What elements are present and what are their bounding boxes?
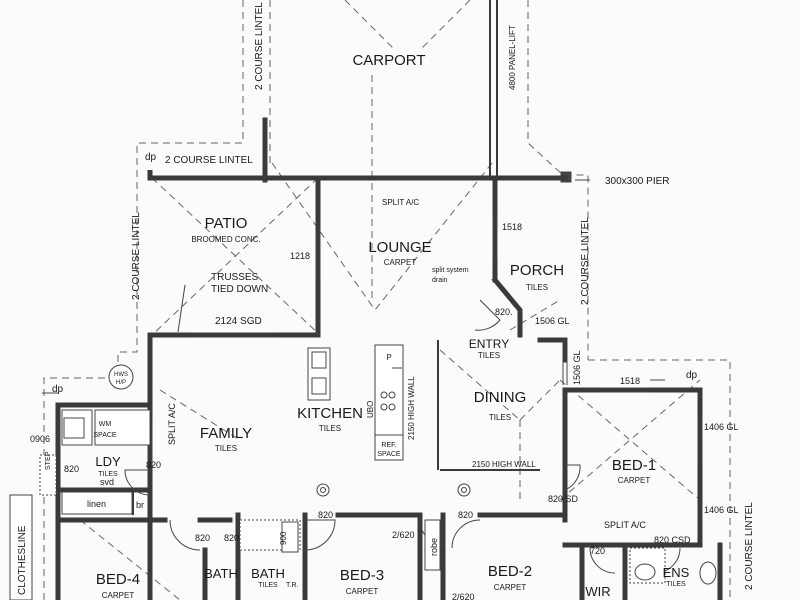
room-ensuite-finish: TILES [666, 581, 686, 588]
room-porch-finish: TILES [526, 283, 548, 292]
lintel-note-top: 2 COURSE LINTEL [254, 2, 265, 90]
robe-label: robe [429, 538, 439, 556]
wet-area-fittings [42, 364, 717, 585]
lintel-note-right: 2 COURSE LINTEL [744, 502, 755, 590]
dim-1506gl-porch: 1506 GL [535, 316, 570, 326]
tr-label: T.R. [286, 582, 299, 589]
svd-label: svd [100, 477, 114, 487]
dim-820-bed4: 820 [195, 533, 210, 543]
ubo-label: UBO [366, 401, 375, 418]
room-kitchen: KITCHEN [297, 405, 363, 422]
trusses-note-line1: TRUSSES [211, 272, 259, 283]
roof-outline [43, 0, 731, 600]
room-dining: DINING [474, 389, 527, 406]
room-porch: PORCH [510, 262, 564, 279]
room-bath-corridor: BATH [204, 566, 238, 581]
room-ensuite: ENS [663, 565, 690, 580]
dim-820-hall: 820 [224, 533, 239, 543]
room-lounge-finish: CARPET [384, 258, 417, 267]
room-entry-finish: TILES [478, 351, 500, 360]
dim-1406gl-top: 1406 GL [704, 422, 739, 432]
room-wir: WIR [585, 584, 610, 599]
room-bed-3-finish: CARPET [346, 587, 379, 596]
ref-space-line1: REF. [381, 442, 396, 449]
dim-900: 900 [279, 531, 288, 545]
room-carport: CARPORT [352, 52, 425, 69]
dim-1518-porch: 1518 [502, 222, 522, 232]
high-wall-dining: 2150 HIGH WALL [472, 460, 536, 469]
dim-820-family: 820 [146, 460, 161, 470]
room-bed-2: BED-2 [488, 563, 532, 580]
walls [55, 170, 723, 600]
linen-label: linen [87, 499, 106, 509]
windows [147, 215, 703, 535]
downpipe-note-laundry: dp [52, 384, 64, 395]
split-ac-family: SPLIT A/C [167, 403, 177, 445]
panel-lift-note: 4800 PANEL-LIFT [508, 25, 517, 90]
lintel-note-patio: 2 COURSE LINTEL [165, 155, 253, 166]
clothesline-label: CLOTHESLINE [17, 525, 28, 595]
ref-space-line2: SPACE [377, 451, 401, 458]
room-dining-finish: TILES [489, 413, 511, 422]
room-bed-4-finish: CARPET [102, 591, 135, 600]
dim-820-laundry: 820 [64, 464, 79, 474]
room-bed-4: BED-4 [96, 571, 140, 588]
dim-720: 720 [590, 546, 605, 556]
room-patio: PATIO [205, 215, 248, 232]
room-bath: BATH [251, 566, 285, 581]
sgd-dim: 2124 SGD [215, 316, 262, 327]
split-ac-bed1: SPLIT A/C [604, 520, 646, 530]
split-ac-lounge: SPLIT A/C [382, 198, 419, 207]
dim-2620-bottom: 2/620 [452, 592, 475, 600]
room-family-finish: TILES [215, 444, 237, 453]
hws-line2: H/P [116, 380, 126, 386]
wm-space-line2: SPACE [93, 432, 117, 439]
carport-structure [262, 0, 572, 183]
room-bed-3: BED-3 [340, 567, 384, 584]
split-drain-line2: drain [432, 277, 448, 284]
dim-1518-bed1: 1518 [620, 376, 640, 386]
room-lounge: LOUNGE [368, 239, 431, 256]
pantry-label: P [386, 353, 391, 362]
dimension-arrows [177, 179, 665, 381]
dim-1506gl-vertical: 1506 GL [572, 350, 582, 385]
hws-line1: HWS [114, 372, 128, 378]
smoke-detectors [316, 483, 471, 497]
room-patio-finish: BROOMED CONC. [191, 235, 260, 244]
downpipe-note-patio: dp [145, 152, 157, 163]
wm-space-line1: WM [99, 421, 112, 428]
split-drain-line1: split system [432, 267, 469, 274]
dim-820-bed3: 820 [318, 510, 333, 520]
br-label: br [136, 500, 144, 510]
dim-1406gl-bottom: 1406 GL [704, 505, 739, 515]
doors [124, 299, 681, 574]
room-kitchen-finish: TILES [319, 424, 341, 433]
dim-1218: 1218 [290, 251, 310, 261]
kitchen-fittings [307, 344, 404, 461]
dim-2620-top: 2/620 [392, 530, 415, 540]
trusses-note-line2: TIED DOWN [211, 284, 268, 295]
room-bath-finish: TILES [258, 582, 278, 589]
dim-820-entry: 820. [495, 307, 513, 317]
lintel-note-porch: 2 COURSE LINTEL [580, 217, 591, 305]
dim-820-bed2: 820 [458, 510, 473, 520]
dim-820csd: 820 CSD [654, 535, 691, 545]
dim-0906: 0906 [30, 434, 50, 444]
step-label: STEP [45, 451, 52, 470]
high-wall-kitchen: 2150 HIGH WALL [407, 376, 416, 440]
pier-note: 300x300 PIER [605, 176, 670, 187]
room-bed-1: BED-1 [612, 457, 656, 474]
room-laundry-finish: TILES [98, 471, 118, 478]
dim-820sd: 820 SD [548, 494, 579, 504]
lintel-note-left: 2 COURSE LINTEL [131, 212, 142, 300]
room-entry: ENTRY [469, 337, 509, 351]
room-bed-1-finish: CARPET [618, 476, 651, 485]
downpipe-note-bed1: dp [686, 370, 698, 381]
storage [9, 454, 441, 600]
room-family: FAMILY [200, 425, 252, 442]
room-bed-2-finish: CARPET [494, 583, 527, 592]
room-laundry: LDY [95, 454, 121, 469]
